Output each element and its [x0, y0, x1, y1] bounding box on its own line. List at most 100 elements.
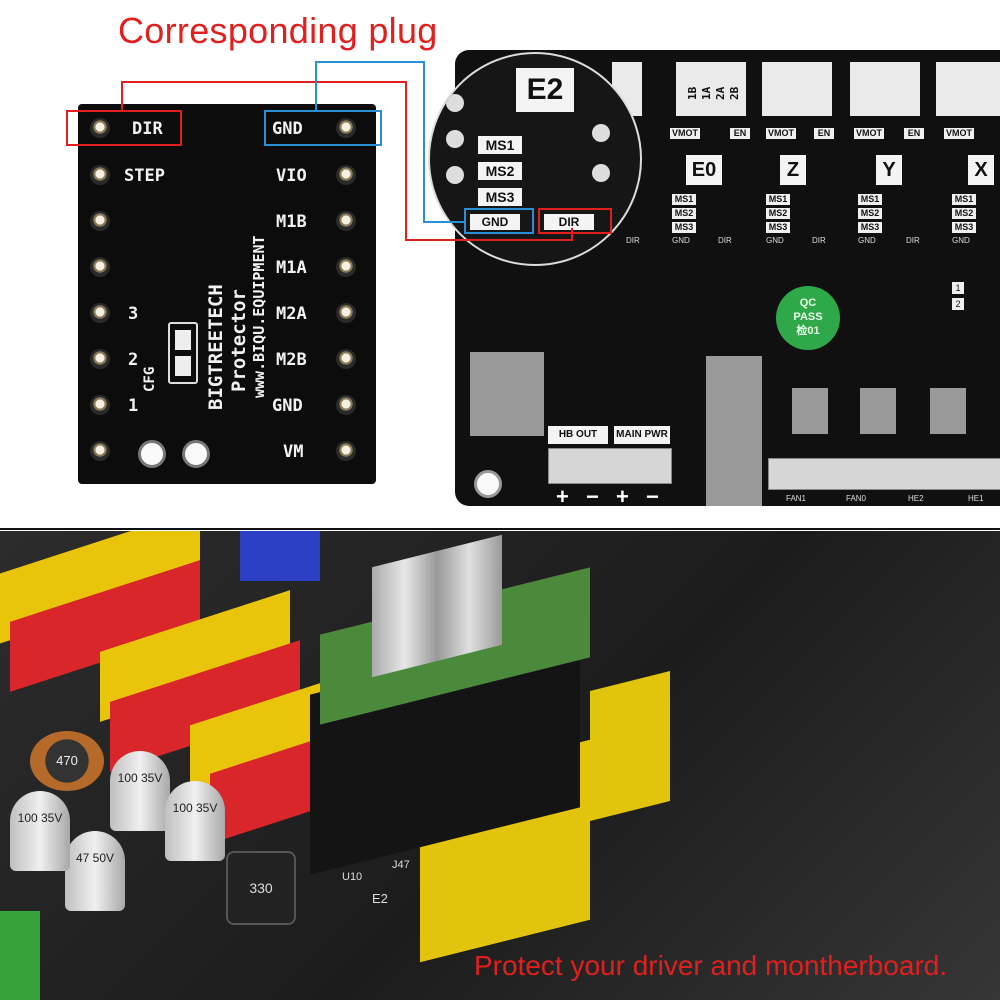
plus-sign: + — [616, 484, 629, 509]
plus-sign: + — [556, 484, 569, 509]
pin-label-vm: VM — [283, 442, 304, 462]
capacitor: 47 50V — [65, 831, 125, 911]
axis-label-y: Y — [876, 155, 902, 185]
ms-label: MS3 — [766, 222, 790, 233]
cfg-number: 1 — [128, 396, 139, 416]
website-label: www.BIQU.EQUIPMENT — [250, 235, 268, 398]
pin-label-dir: DIR — [132, 119, 163, 139]
ms-label: MS2 — [672, 208, 696, 219]
dir-highlight-box — [66, 110, 182, 146]
zoom-gnd-label: GND — [470, 214, 520, 230]
installed-driver-photo: 100 35V 100 35V 47 50V 100 35V 470 330 E… — [0, 531, 1000, 1000]
pcb-label: U10 — [342, 871, 363, 883]
title: Corresponding plug — [118, 10, 438, 51]
pin-label-step: STEP — [124, 166, 165, 186]
capacitor-label: 100 35V — [117, 771, 163, 785]
blue-connector-line — [423, 221, 465, 223]
gnd-label: GND — [858, 236, 876, 245]
pin-label-m2a: M2A — [276, 304, 307, 324]
fan-label: HE2 — [908, 494, 924, 503]
header — [762, 62, 832, 116]
red-connector-line — [571, 228, 573, 241]
gnd-label: GND — [952, 236, 970, 245]
power-terminal-block — [548, 448, 672, 484]
gnd-highlight-box — [264, 110, 382, 146]
ms-label: MS1 — [766, 194, 790, 205]
pin — [90, 211, 110, 231]
minus-sign: − — [586, 484, 599, 509]
vmot-label: VMOT — [854, 128, 884, 139]
pin — [90, 395, 110, 415]
zoom-e2-label: E2 — [516, 68, 574, 112]
ms-label: MS2 — [952, 208, 976, 219]
mounting-hole — [474, 470, 502, 498]
zoom-pin — [592, 124, 610, 142]
pin — [336, 303, 356, 323]
pin — [336, 211, 356, 231]
coil-label: 2A — [714, 86, 727, 100]
pin-label-vio: VIO — [276, 166, 307, 186]
zoom-pin — [446, 130, 464, 148]
pin-label-m1a: M1A — [276, 258, 307, 278]
red-connector-line — [405, 239, 573, 241]
axis-label-z: Z — [780, 155, 806, 185]
en-label: EN — [814, 128, 834, 139]
dir-label: DIR — [718, 236, 732, 245]
zoom-pin — [446, 166, 464, 184]
blue-connector-line — [315, 61, 317, 111]
hb-out-label: HB OUT — [548, 426, 608, 444]
pin — [336, 395, 356, 415]
inductor: 470 — [30, 731, 104, 791]
pin — [90, 303, 110, 323]
vmot-label: VMOT — [944, 128, 974, 139]
pin-label-gnd: GND — [272, 396, 303, 416]
ms-label: MS1 — [952, 194, 976, 205]
power-inductor: 330 — [226, 851, 296, 925]
blue-header — [240, 531, 320, 581]
fan-terminal-block — [768, 458, 1000, 490]
capacitor-label: 100 35V — [17, 811, 63, 825]
qc-text: 检01 — [796, 325, 820, 337]
header — [850, 62, 920, 116]
pin — [90, 441, 110, 461]
power-inductor-label: 330 — [249, 880, 273, 896]
qc-text: PASS — [793, 311, 823, 323]
solder-pad — [860, 388, 896, 434]
zoom-pin — [446, 94, 464, 112]
solder-pad — [706, 356, 762, 506]
cfg-number: 3 — [128, 304, 139, 324]
zoom-magnifier: E2 MS1 MS2 MS3 GND DIR — [428, 52, 642, 266]
fan-label: FAN1 — [786, 494, 807, 503]
pin-label-m1b: M1B — [276, 212, 307, 232]
pin — [90, 165, 110, 185]
jumper-number: 1 — [952, 282, 964, 294]
ms-label: MS1 — [858, 194, 882, 205]
en-label: EN — [904, 128, 924, 139]
dir-label: DIR — [812, 236, 826, 245]
zoom-ms-label: MS3 — [478, 188, 522, 206]
axis-label-e0: E0 — [686, 155, 722, 185]
qc-text: QC — [799, 297, 817, 309]
green-terminal — [0, 911, 40, 1000]
ms-label: MS2 — [858, 208, 882, 219]
pin — [336, 441, 356, 461]
axis-label-x: X — [968, 155, 994, 185]
pcb-label: J47 — [392, 859, 410, 871]
zoom-ms-label: MS2 — [478, 162, 522, 180]
pin — [336, 349, 356, 369]
fan-label: HE1 — [968, 494, 984, 503]
yellow-connector — [590, 671, 670, 821]
inductor-label: 470 — [56, 753, 78, 768]
coil-label: 1A — [700, 86, 713, 100]
brand-label: BIGTREETECH — [205, 284, 227, 410]
zoom-pin — [592, 164, 610, 182]
qc-pass-sticker: QC PASS 检01 — [776, 286, 840, 350]
cfg-jumper-pad — [168, 322, 198, 384]
pin — [336, 165, 356, 185]
ms-label: MS1 — [672, 194, 696, 205]
en-label: EN — [730, 128, 750, 139]
zoom-dir-highlight — [538, 208, 612, 234]
red-connector-line — [121, 81, 123, 111]
pin-label-m2b: M2B — [276, 350, 307, 370]
coil-label: 1B — [686, 86, 699, 100]
